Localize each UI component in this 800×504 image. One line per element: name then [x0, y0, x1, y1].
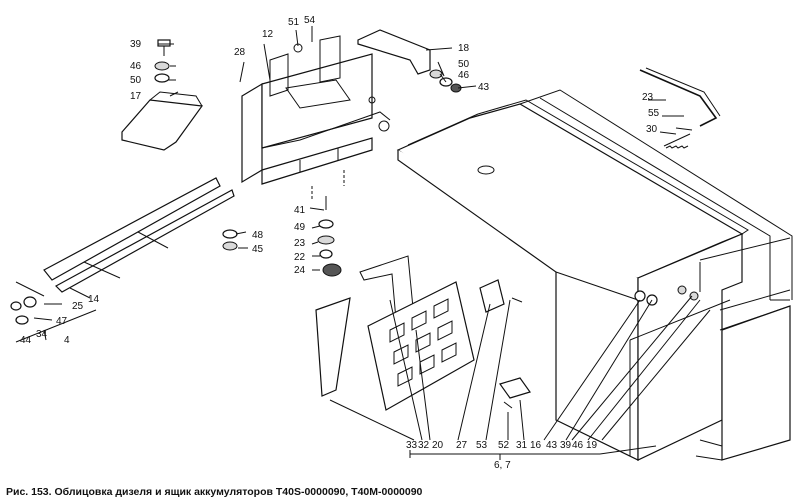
callout-46b: 46 — [458, 70, 470, 81]
callout-31: 31 — [516, 440, 528, 451]
callout-28: 28 — [234, 47, 246, 58]
callout-54: 54 — [304, 15, 316, 26]
mount-bracket — [357, 29, 431, 75]
callout-23: 23 — [642, 92, 654, 103]
bottom-callout-row: 33 32 20 27 53 52 31 16 43 39 46 19 6, 7 — [406, 440, 598, 471]
callout-39b: 39 — [560, 440, 572, 451]
fasteners — [10, 39, 462, 325]
callout-43: 43 — [478, 82, 490, 93]
callout-43b: 43 — [546, 440, 558, 451]
callout-39: 39 — [130, 39, 142, 50]
battery-box — [396, 67, 793, 461]
support-rail — [43, 177, 235, 293]
callout-19: 19 — [586, 440, 598, 451]
callout-34: 34 — [36, 329, 48, 340]
callout-48: 48 — [252, 230, 264, 241]
callout-46: 46 — [130, 61, 142, 72]
callout-12: 12 — [262, 29, 274, 40]
cover-piece — [121, 91, 204, 151]
leader-lines — [15, 26, 711, 460]
callout-24: 24 — [294, 265, 306, 276]
callout-23b: 23 — [294, 238, 306, 249]
callout-49: 49 — [294, 222, 306, 233]
callout-41: 41 — [294, 205, 306, 216]
callout-50: 50 — [130, 75, 142, 86]
callout-4: 4 — [64, 335, 70, 346]
callout-52: 52 — [498, 440, 510, 451]
callout-16: 16 — [530, 440, 542, 451]
callout-33: 33 — [406, 440, 418, 451]
callout-46c: 46 — [572, 440, 584, 451]
callout-50b: 50 — [458, 59, 470, 70]
callout-53: 53 — [476, 440, 488, 451]
callout-14: 14 — [88, 294, 100, 305]
callout-20: 20 — [432, 440, 444, 451]
figure-caption: Рис. 153. Облицовка дизеля и ящик аккуму… — [6, 486, 423, 498]
callout-55: 55 — [648, 108, 660, 119]
callout-17: 17 — [130, 91, 142, 102]
callout-group-6-7: 6, 7 — [494, 460, 511, 471]
callout-47: 47 — [56, 316, 68, 327]
callout-labels: 39 46 50 17 28 12 51 54 18 50 46 43 23 5… — [20, 15, 660, 346]
callout-30: 30 — [646, 124, 658, 135]
callout-32: 32 — [418, 440, 430, 451]
callout-25: 25 — [72, 301, 84, 312]
cladding-panels — [315, 255, 531, 411]
callout-18: 18 — [458, 43, 470, 54]
bracket-assembly — [241, 35, 391, 200]
callout-22: 22 — [294, 252, 306, 263]
callout-45: 45 — [252, 244, 264, 255]
callout-51: 51 — [288, 17, 300, 28]
callout-44: 44 — [20, 335, 32, 346]
callout-27: 27 — [456, 440, 468, 451]
